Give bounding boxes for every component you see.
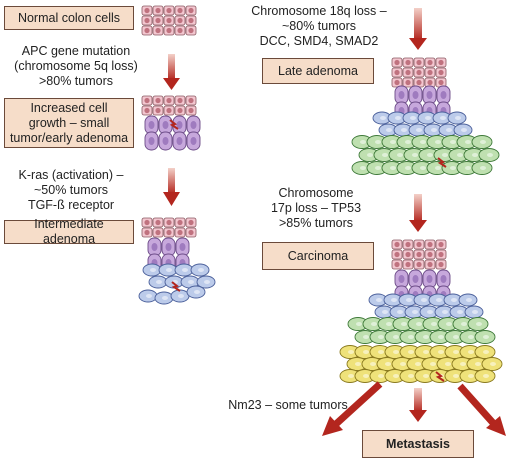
note-apc-mutation: APC gene mutation (chromosome 5q loss) >… <box>4 44 148 89</box>
stage-intermediate-adenoma: Intermediate adenoma <box>4 217 134 246</box>
note-nm23-text: Nm23 – some tumors <box>228 398 348 412</box>
note-18q-line-2: ~80% tumors <box>282 19 356 33</box>
carcinoma-tissue <box>339 239 503 383</box>
note-18q-line-3: DCC, SMD4, SMAD2 <box>259 34 379 48</box>
stage-metastasis-label: Metastasis <box>386 436 450 451</box>
stage-early-line-2: growth – small <box>28 115 110 130</box>
stage-late-label: Late adenoma <box>278 63 358 78</box>
arrow-4 <box>409 194 427 232</box>
note-kras-line-3: TGF-ß receptor <box>27 198 115 212</box>
stage-early-adenoma: Increased cell growth – small tumor/earl… <box>4 98 134 148</box>
note-nm23: Nm23 – some tumors <box>220 398 356 413</box>
arrow-2 <box>163 168 180 206</box>
note-18q-line-1: Chromosome 18q loss – <box>251 4 387 18</box>
metastasis-arrows <box>322 381 506 436</box>
normal-colon-cells-tissue <box>141 5 197 36</box>
stage-late-adenoma: Late adenoma <box>262 58 374 84</box>
note-kras-line-1: K-ras (activation) – <box>18 168 124 182</box>
early-adenoma-tissue <box>141 95 201 151</box>
stage-normal-label: Normal colon cells <box>17 10 121 25</box>
stage-early-line-1: Increased cell <box>30 100 108 115</box>
note-chromosome-17p-loss: Chromosome 17p loss – TP53 >85% tumors <box>260 186 372 231</box>
note-apc-line-2: (chromosome 5q loss) <box>14 59 138 73</box>
intermediate-adenoma-tissue <box>138 217 216 305</box>
arrow-1 <box>163 54 180 90</box>
note-17p-line-2: 17p loss – TP53 <box>270 201 362 215</box>
note-17p-line-3: >85% tumors <box>279 216 353 230</box>
stage-carcinoma: Carcinoma <box>262 242 374 270</box>
late-adenoma-tissue <box>351 57 500 175</box>
note-kras-line-2: ~50% tumors <box>34 183 108 197</box>
stage-carcinoma-label: Carcinoma <box>287 248 349 263</box>
note-chromosome-18q-loss: Chromosome 18q loss – ~80% tumors DCC, S… <box>250 4 388 49</box>
note-kras-activation: K-ras (activation) – ~50% tumors TGF-ß r… <box>4 168 138 213</box>
stage-intermediate-label: Intermediate adenoma <box>34 217 104 246</box>
note-17p-line-1: Chromosome <box>278 186 354 200</box>
note-apc-line-3: >80% tumors <box>39 74 113 88</box>
stage-normal-colon-cells: Normal colon cells <box>4 6 134 30</box>
arrow-3 <box>409 8 427 50</box>
stage-early-line-3: tumor/early adenoma <box>9 130 129 145</box>
note-apc-line-1: APC gene mutation <box>21 44 131 58</box>
stage-metastasis: Metastasis <box>362 430 474 458</box>
